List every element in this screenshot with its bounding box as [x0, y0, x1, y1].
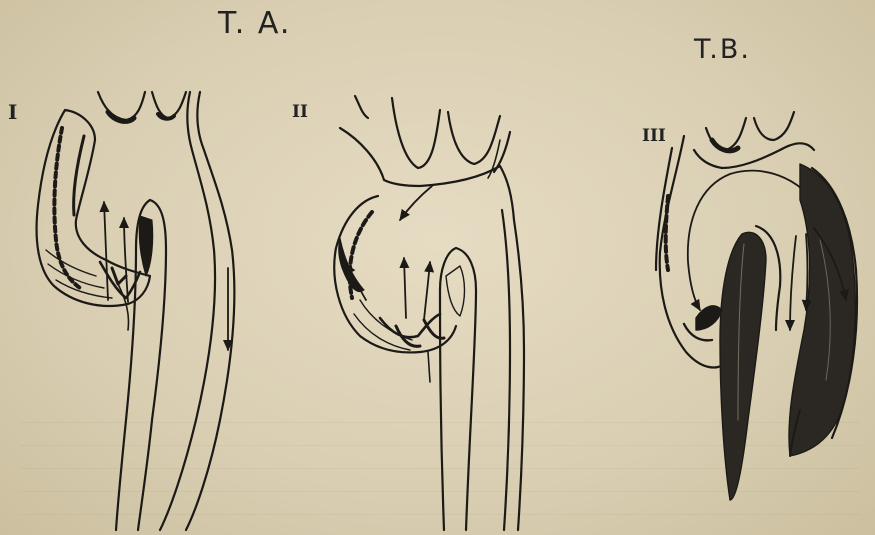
figure-ii-arrow-up-3 — [424, 262, 430, 320]
figure-i-arrow-up-2 — [124, 218, 128, 302]
figure-ii-arrow-up-2 — [404, 258, 406, 318]
figure-iii-arrow-down-1 — [806, 234, 808, 310]
figure-iii-drawing — [656, 112, 857, 500]
figure-ii-right-vessel — [514, 220, 524, 530]
figure-ii-arch — [340, 128, 514, 220]
figure-iii-arch — [660, 136, 728, 367]
figure-iii-central-sac — [720, 232, 766, 500]
figure-i-arrow-up-1 — [104, 202, 108, 300]
figure-ii-arrow-curve — [400, 186, 432, 220]
figure-iii-branches — [706, 112, 794, 151]
figure-ii-branches — [355, 96, 510, 172]
figure-ii-drawing — [334, 96, 524, 530]
figure-iii-arrow-down-3 — [790, 236, 796, 330]
figure-i-drawing — [37, 92, 235, 530]
figure-i-branches — [98, 92, 186, 121]
